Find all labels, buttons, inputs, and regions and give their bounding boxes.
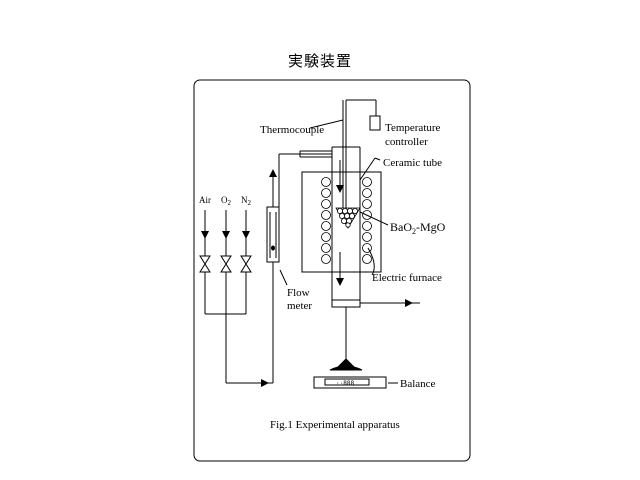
temperature-controller-box: [369, 115, 381, 131]
flow-meter-label-line1: Flow: [287, 287, 310, 299]
inlet-pipe: [278, 150, 332, 207]
heating-coil-turn: [321, 177, 331, 187]
slide-title: 実験装置: [287, 52, 352, 70]
valve-air-icon[interactable]: [199, 255, 211, 273]
label-sample: BaO2-MgO: [390, 220, 446, 236]
heating-coil-turn: [321, 188, 331, 198]
heating-coil-turn: [362, 210, 372, 220]
heating-coils: [321, 177, 372, 264]
sample-basket: [335, 207, 361, 229]
gas-label-n2: N2: [241, 195, 252, 207]
label-temperature-line1: Temperature: [385, 122, 441, 134]
balance-display: ··888: [336, 380, 354, 387]
gas-valves: [199, 255, 252, 273]
valve-n2-icon[interactable]: [240, 255, 252, 273]
flow-meter: [266, 169, 288, 286]
figure-frame: [193, 79, 471, 462]
heating-coil-turn: [321, 210, 331, 220]
valve-o2-icon[interactable]: [220, 255, 232, 273]
heating-coil-turn: [362, 188, 372, 198]
heating-coil-turn: [362, 243, 372, 253]
balance: [313, 307, 398, 389]
heating-coil-turn: [321, 243, 331, 253]
gas-label-o2: O2: [221, 195, 232, 207]
heating-coil-turn: [321, 221, 331, 231]
label-balance: Balance: [400, 378, 436, 390]
heating-coil-turn: [362, 254, 372, 264]
heating-coil-turn: [362, 232, 372, 242]
heating-coil-turn: [362, 221, 372, 231]
figure-caption: Fig.1 Experimental apparatus: [270, 419, 400, 431]
flow-meter-label-line2: meter: [287, 300, 312, 312]
gas-inlets: [201, 210, 274, 387]
heating-coil-turn: [321, 199, 331, 209]
label-electric-furnace: Electric furnace: [372, 272, 442, 284]
heating-coil-turn: [362, 199, 372, 209]
heating-coil-turn: [362, 177, 372, 187]
label-thermocouple: Thermocouple: [260, 124, 324, 136]
label-temperature-line2: controller: [385, 136, 428, 148]
heating-coil-turn: [321, 232, 331, 242]
label-ceramic-tube: Ceramic tube: [383, 157, 442, 169]
heating-coil-turn: [321, 254, 331, 264]
thermocouple: [309, 99, 377, 286]
gas-label-air: Air: [199, 195, 211, 205]
